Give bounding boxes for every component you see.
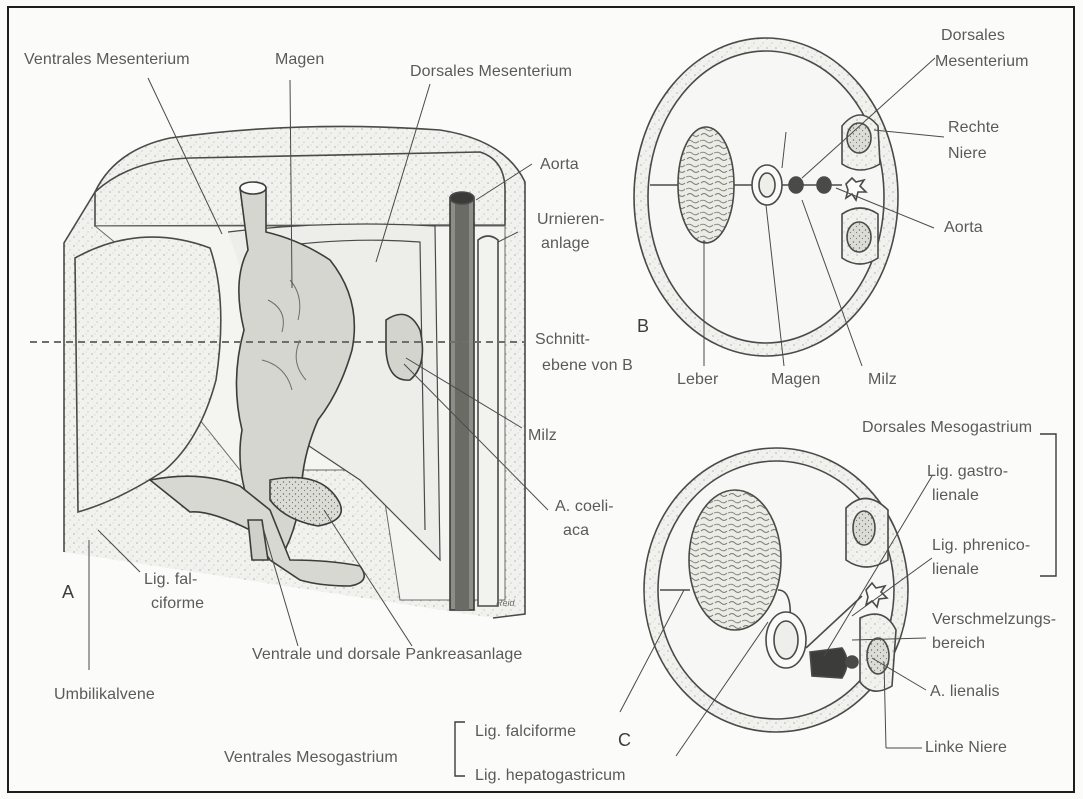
label-phrenicolienale-2: lienale — [932, 560, 979, 580]
label-dorsales-mesenterium-a: Dorsales Mesenterium — [410, 62, 572, 82]
label-dorsales-b-2: Mesenterium — [935, 52, 1029, 72]
label-ventrales-mesenterium: Ventrales Mesenterium — [24, 50, 190, 70]
label-schnittebene-2: ebene von B — [542, 356, 633, 376]
label-dorsales-b-1: Dorsales — [941, 26, 1005, 46]
label-magen-a: Magen — [275, 50, 324, 70]
label-linke-niere: Linke Niere — [925, 738, 1007, 758]
label-dorsales-mesogastrium: Dorsales Mesogastrium — [862, 418, 1032, 438]
label-falciforme-a-1: Lig. fal- — [144, 570, 197, 590]
panel-label-c: C — [618, 730, 631, 751]
label-magen-b: Magen — [771, 370, 820, 390]
panel-a-drawing — [30, 78, 548, 670]
label-urnierenanlage-1: Urnieren- — [537, 210, 605, 230]
label-milz-a: Milz — [528, 426, 557, 446]
label-pankreasanlage: Ventrale und dorsale Pankreasanlage — [252, 645, 522, 665]
label-leber: Leber — [677, 370, 718, 390]
label-verschmelzung-1: Verschmelzungs- — [932, 610, 1056, 630]
panel-c-drawing — [620, 448, 932, 756]
artist-signature: Reid — [496, 598, 515, 608]
label-a-lienalis: A. lienalis — [930, 682, 1000, 702]
label-falciforme-a-2: ciforme — [151, 594, 204, 614]
label-verschmelzung-2: bereich — [932, 634, 985, 654]
ventral-mesogastrium-bracket — [455, 722, 465, 776]
panel-label-b: B — [637, 316, 649, 337]
mesogastrium-bracket — [1040, 434, 1056, 576]
label-phrenicolienale-1: Lig. phrenico- — [932, 536, 1030, 556]
label-umbilikalvene: Umbilikalvene — [54, 685, 155, 705]
panel-label-a: A — [62, 582, 74, 603]
label-aorta-b: Aorta — [944, 218, 983, 238]
label-rechte-niere-2: Niere — [948, 144, 987, 164]
label-rechte-niere-1: Rechte — [948, 118, 999, 138]
label-milz-b: Milz — [868, 370, 897, 390]
panel-b-drawing — [634, 38, 944, 366]
label-falciforme-c: Lig. falciforme — [475, 722, 576, 742]
label-hepatogastricum: Lig. hepatogastricum — [475, 766, 626, 786]
label-coeliaca-1: A. coeli- — [555, 497, 614, 517]
label-ventrales-mesogastrium: Ventrales Mesogastrium — [224, 748, 398, 768]
label-gastrolienale-1: Lig. gastro- — [927, 462, 1008, 482]
label-coeliaca-2: aca — [563, 521, 589, 541]
label-aorta-a: Aorta — [540, 155, 579, 175]
label-urnierenanlage-2: anlage — [541, 234, 590, 254]
label-schnittebene-1: Schnitt- — [535, 330, 590, 350]
label-gastrolienale-2: lienale — [932, 486, 979, 506]
